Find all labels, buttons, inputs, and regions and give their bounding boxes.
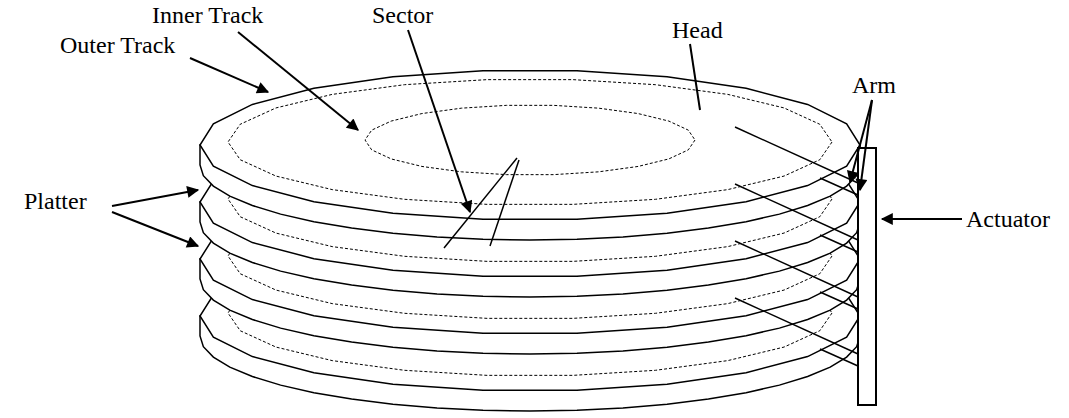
- part-label: Head: [672, 17, 723, 43]
- part-label: Outer Track: [60, 32, 175, 58]
- platter: [200, 71, 860, 240]
- leader-arrows: [112, 30, 962, 246]
- part-label: Sector: [372, 2, 433, 28]
- inner-track: [365, 105, 695, 174]
- part-label: Inner Track: [152, 2, 263, 28]
- part-label: Actuator: [966, 206, 1050, 232]
- platter-stack: [200, 71, 860, 411]
- part-label: Arm: [852, 72, 896, 98]
- arm-lines: [735, 127, 858, 366]
- part-label: Platter: [24, 188, 87, 214]
